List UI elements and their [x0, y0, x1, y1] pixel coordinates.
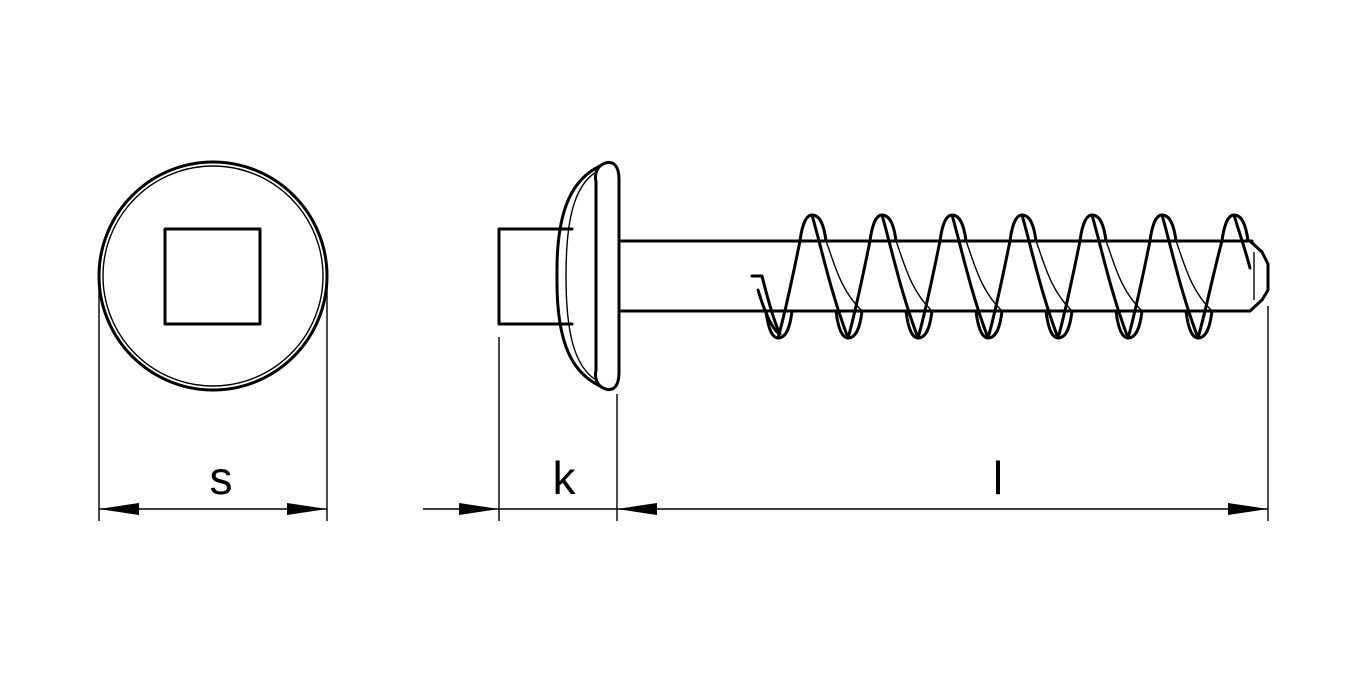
screw-tip [1248, 239, 1270, 313]
head-dome [555, 164, 602, 388]
dimension-label-s: s [210, 452, 233, 504]
arrowhead-s-left [99, 503, 139, 515]
head-flange [594, 160, 621, 392]
screw-side-view [497, 160, 1270, 392]
head-dome-inner [565, 171, 597, 381]
square-drive-recess [163, 227, 262, 326]
dimension-l: l [617, 306, 1269, 521]
arrowhead-l-right [1228, 503, 1268, 515]
head-outline-circle [97, 160, 329, 392]
arrowhead-s-right [287, 503, 327, 515]
dimension-label-k: k [553, 452, 577, 504]
dimension-k: k [423, 337, 657, 521]
head-inner-circle [102, 165, 324, 387]
arrowhead-k-left [459, 503, 499, 515]
thread-start [750, 274, 782, 336]
dimension-label-l: l [993, 452, 1003, 504]
drive-stub [497, 227, 574, 326]
thread-flanks [776, 213, 1252, 340]
head-top-view [97, 160, 329, 392]
dimension-s: s [98, 280, 328, 521]
